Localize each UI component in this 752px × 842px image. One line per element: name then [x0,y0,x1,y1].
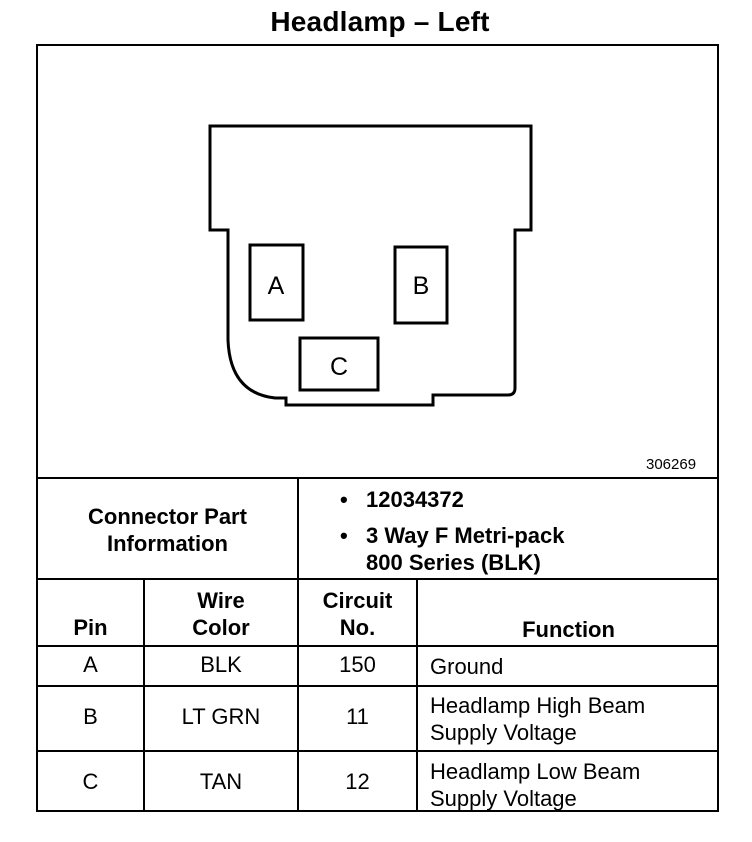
part-number-item: • 12034372 [340,486,464,513]
header-wire-color-line1: Wire [197,588,245,613]
header-circuit-line2: No. [339,615,376,640]
pin-c-label: C [330,353,348,381]
connector-outline [208,124,533,407]
row-b-function: Headlamp High Beam Supply Voltage [430,692,645,746]
connector-description-line1: 3 Way F Metri-pack [366,523,565,548]
pin-c-cavity [298,336,380,392]
connector-info-label-line2: Information [107,531,228,556]
bullet: • [340,523,348,548]
divider-info-col [297,477,299,580]
header-wire-color-line2: Color [192,615,250,640]
row-c-function: Headlamp Low Beam Supply Voltage [430,758,640,812]
row-b-circuit: 11 [346,704,369,729]
connector-info-label: Connector Part Information [38,503,297,557]
header-function: Function [522,617,615,642]
bullet: • [340,487,348,512]
diagram-frame [36,44,719,812]
row-b-pin: B [83,704,98,729]
header-wire-color: Wire Color [145,587,297,641]
connector-info-label-line1: Connector Part [88,504,247,529]
row-b-wire-color: LT GRN [181,704,261,729]
connector-description-item: • 3 Way F Metri-pack 800 Series (BLK) [340,522,564,576]
row-b-function-line1: Headlamp High Beam [430,693,646,718]
pin-a-label: A [268,272,285,300]
divider-info-top [36,477,719,479]
connector-description-line2: 800 Series (BLK) [366,550,541,575]
header-circuit-line1: Circuit [322,588,393,613]
divider-col-wire [297,578,299,812]
row-c-circuit: 12 [345,769,370,794]
row-a-function: Ground [430,654,504,679]
divider-row-c-top [36,750,719,752]
row-b-function-line2: Supply Voltage [430,720,577,745]
page-title: Headlamp – Left [270,6,490,37]
part-number: 12034372 [366,487,464,512]
row-c-function-line1: Headlamp Low Beam [430,759,641,784]
row-c-function-line2: Supply Voltage [430,786,577,811]
pin-b-cavity [393,245,449,325]
pin-b-label: B [413,272,430,300]
row-a-pin: A [83,652,98,677]
pin-a-cavity [248,243,305,322]
header-pin: Pin [73,615,108,640]
row-a-wire-color: BLK [200,652,242,677]
row-a-circuit: 150 [339,652,376,677]
row-c-wire-color: TAN [199,769,243,794]
divider-row-a-top [36,645,719,647]
row-c-pin: C [82,769,99,794]
divider-header-top [36,578,719,580]
header-circuit: Circuit No. [299,587,416,641]
divider-col-circuit [416,578,418,812]
divider-col-pin [143,578,145,812]
divider-row-b-top [36,685,719,687]
figure-id: 306269 [646,456,697,473]
